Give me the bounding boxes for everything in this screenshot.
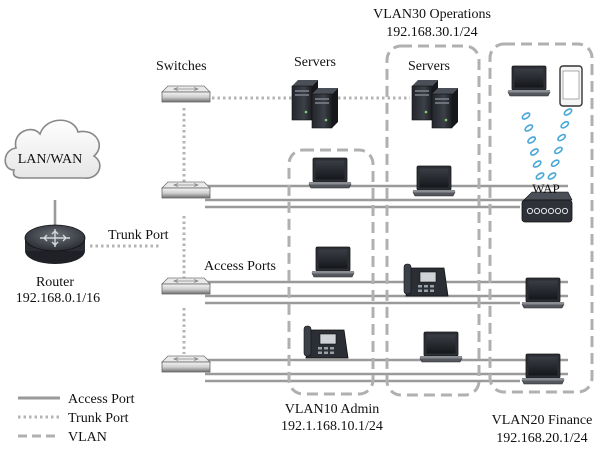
vlan10-name: VLAN10 Admin (285, 402, 380, 417)
lan-wan-label: LAN/WAN (18, 152, 83, 167)
switch-icon (161, 277, 211, 295)
access-ports-label: Access Ports (204, 259, 276, 274)
wireless-access-point-icon (521, 191, 573, 223)
laptop-icon (419, 331, 463, 363)
cloud-icon (4, 119, 101, 179)
laptop-icon (521, 353, 565, 385)
laptop-icon (507, 65, 551, 97)
wireless-signal-icon (521, 112, 545, 180)
wireless-signal-icon (547, 108, 573, 180)
vlan30-boundary (385, 44, 481, 397)
ip-phone-icon (303, 325, 349, 359)
router-name: Router (36, 275, 74, 290)
switch-icon (161, 355, 211, 373)
legend-trunk-label: Trunk Port (68, 411, 129, 426)
devices (4, 65, 583, 385)
switches-label: Switches (156, 59, 207, 74)
vlan30-name: VLAN30 Operations (373, 7, 491, 22)
switch-icon (161, 85, 211, 103)
servers-label-right: Servers (408, 59, 450, 74)
laptop-icon (521, 277, 565, 309)
servers-label-left: Servers (294, 55, 336, 70)
router-icon (24, 224, 86, 264)
switch-icon (161, 181, 211, 199)
router-ip: 192.168.0.1/16 (16, 291, 100, 306)
vlan10-ip: 192.1.168.10.1/24 (281, 419, 383, 434)
legend-vlan-label: VLAN (68, 430, 107, 445)
vlan20-ip: 192.168.20.1/24 (496, 431, 587, 446)
legend-access-label: Access Port (68, 392, 135, 407)
vlan30-ip: 192.168.30.1/24 (386, 25, 477, 40)
ip-phone-icon (403, 263, 449, 297)
legend: Access Port Trunk Port VLAN (18, 392, 135, 445)
laptop-icon (412, 165, 456, 197)
vlan20-name: VLAN20 Finance (492, 413, 593, 428)
smartphone-icon (559, 65, 583, 107)
server-icon (311, 87, 339, 129)
vlan-boundaries (287, 42, 594, 397)
trunk-port-label: Trunk Port (108, 228, 169, 243)
vlan10-boundary (287, 148, 375, 396)
laptop-icon (308, 157, 352, 189)
vlan20-boundary (488, 42, 594, 394)
server-icon (431, 87, 459, 129)
laptop-icon (311, 246, 355, 278)
wap-label: WAP (532, 181, 559, 196)
